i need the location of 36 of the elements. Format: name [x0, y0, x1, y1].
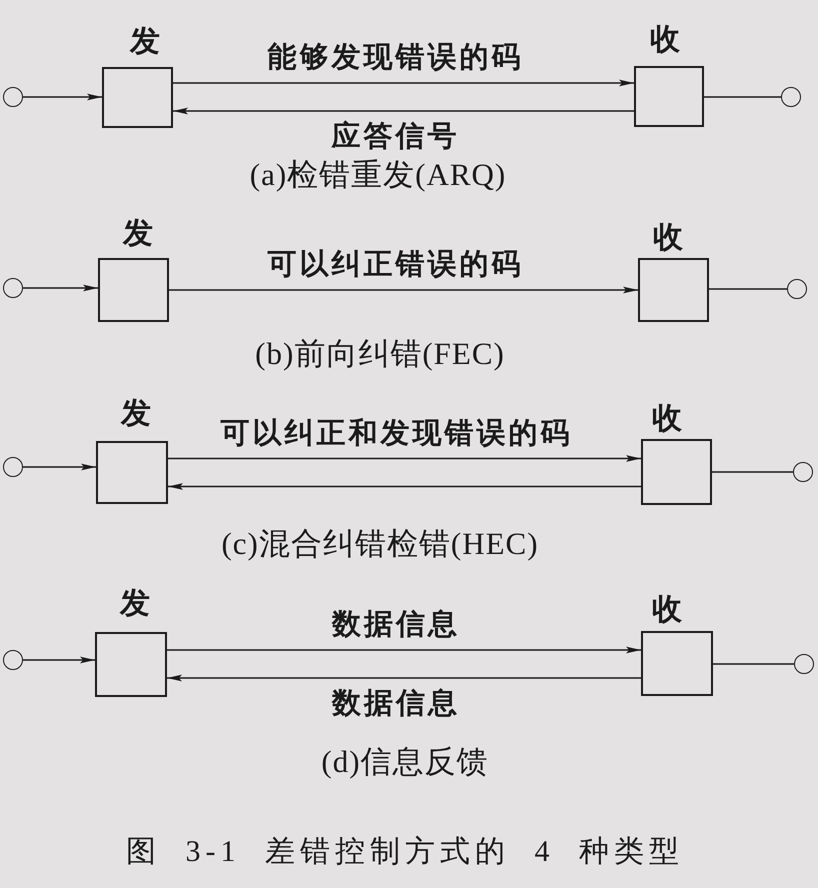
arrow [168, 483, 641, 490]
terminal-circle [3, 278, 23, 298]
terminal-circle [3, 650, 23, 670]
arrow [23, 284, 98, 292]
connector-line [712, 471, 793, 473]
box-heading: 发 [130, 24, 160, 60]
arrow [167, 674, 641, 682]
box-heading: 收 [652, 402, 682, 436]
panel-caption: (c)混合纠错检错(HEC) [221, 526, 539, 562]
terminal-circle [781, 87, 801, 107]
arrow [168, 455, 641, 462]
terminal-circle [794, 654, 814, 674]
arrow [167, 646, 641, 654]
connector-line [713, 663, 794, 665]
box-heading: 收 [653, 220, 683, 256]
box-heading: 发 [120, 586, 150, 622]
panel-caption: (d)信息反馈 [321, 744, 489, 780]
terminal-circle [787, 279, 807, 299]
arrow [23, 656, 95, 664]
arrow [23, 464, 96, 470]
arrow [173, 80, 634, 86]
arrow [173, 108, 634, 114]
box-heading: 发 [123, 216, 153, 252]
box-heading: 收 [650, 22, 680, 58]
arrow [23, 94, 102, 100]
box-heading: 发 [121, 396, 151, 432]
panel-caption: (b)前向纠错(FEC) [255, 336, 505, 372]
arrow [169, 286, 638, 294]
terminal-circle [793, 462, 813, 482]
connector-line [709, 288, 787, 290]
connector-line [704, 96, 781, 98]
terminal-circle [3, 457, 23, 477]
figure-caption: 图 3-1 差错控制方式的 4 种类型 [126, 834, 684, 870]
box-heading: 收 [652, 592, 682, 628]
terminal-circle [3, 87, 23, 107]
panel-caption: (a)检错重发(ARQ) [250, 157, 506, 193]
